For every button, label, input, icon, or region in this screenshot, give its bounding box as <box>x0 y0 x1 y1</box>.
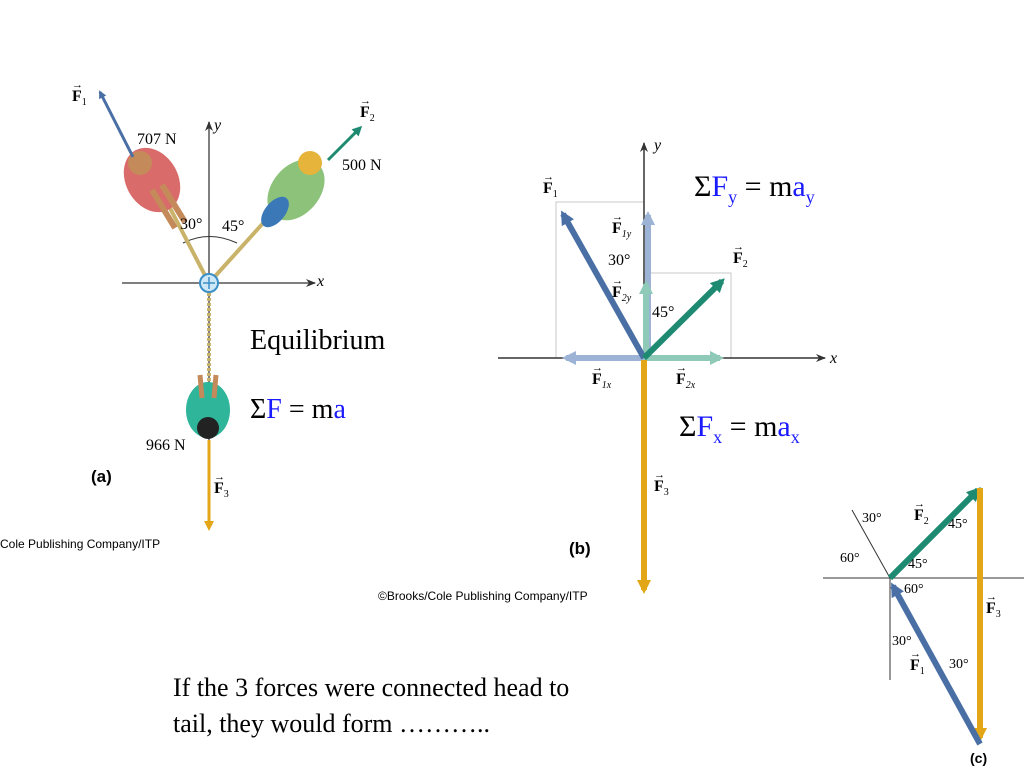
panel-a-label: (a) <box>91 467 112 486</box>
panel-a-f2-arrow <box>326 125 363 162</box>
panel-b-f1-arrow <box>560 210 647 360</box>
question-line-1: If the 3 forces were connected head to <box>173 673 570 702</box>
panel-c-angle-30-top: 30° <box>862 511 882 526</box>
panel-a-y-label: y <box>214 117 222 134</box>
person-1 <box>123 147 188 230</box>
panel-c <box>823 487 1024 746</box>
panel-a-f1-arrow <box>98 90 135 158</box>
newton-equation: ΣF = ma <box>250 394 346 425</box>
panel-a-angle-arc <box>182 236 238 244</box>
panel-b-f2x-label: →F2x <box>676 362 696 392</box>
panel-c-f3-label: →F3 <box>986 591 1001 621</box>
panel-a-weight-f1: 707 N <box>137 131 177 148</box>
panel-c-reference-line <box>851 509 891 579</box>
panel-a-angle-45: 45° <box>222 218 245 235</box>
panel-b-x-label: x <box>830 350 838 367</box>
panel-c-f2-arrow <box>887 487 981 581</box>
panel-b-angle-45: 45° <box>652 304 675 321</box>
panel-b-f1y-label: →F1y <box>612 211 632 241</box>
panel-b-f3-label: →F3 <box>654 469 669 499</box>
panel-a-f3-label: →F3 <box>214 471 229 501</box>
panel-a <box>98 90 363 531</box>
panel-c-angle-45-top: 45° <box>948 517 968 532</box>
panel-c-angle-60-left: 60° <box>840 551 860 566</box>
panel-b-f1-label: →F1 <box>543 171 558 201</box>
panel-b-f1x-label: →F1x <box>592 362 612 392</box>
panel-c-f2-label: →F2 <box>914 498 929 528</box>
panel-b-y-label: y <box>654 137 662 154</box>
person-2 <box>261 151 325 228</box>
question-text: If the 3 forces were connected head to t… <box>173 670 569 742</box>
panel-c-label: (c) <box>970 750 988 766</box>
equilibrium-title: Equilibrium <box>250 325 386 356</box>
equation-fx: ΣFx = max <box>679 410 800 447</box>
panel-c-angle-30-bottom: 30° <box>949 657 969 672</box>
panel-b-angle-30: 30° <box>608 252 631 269</box>
panel-b-credit: ©Brooks/Cole Publishing Company/ITP <box>378 589 588 603</box>
panel-c-f1-label: →F1 <box>910 648 925 678</box>
panel-a-f2-label: →F2 <box>360 95 375 125</box>
panel-a-weight-f2: 500 N <box>342 157 382 174</box>
panel-b-f2-arrow <box>641 278 725 361</box>
panel-c-angle-45-mid: 45° <box>908 557 928 572</box>
panel-b-f2-label: →F2 <box>733 241 748 271</box>
panel-c-f1-arrow <box>890 582 983 746</box>
panel-a-credit: Cole Publishing Company/ITP <box>0 537 161 551</box>
person-3 <box>186 374 230 439</box>
panel-a-f1-label: →F1 <box>72 79 87 109</box>
panel-c-angle-60-mid: 60° <box>904 582 924 597</box>
equation-fy: ΣFy = may <box>694 170 815 207</box>
panel-a-x-label: x <box>317 273 325 290</box>
panel-b-f2y-label: →F2y <box>612 275 632 305</box>
panel-a-angle-30: 30° <box>180 216 203 233</box>
panel-b <box>498 142 826 594</box>
panel-a-weight-f3: 966 N <box>146 437 186 454</box>
panel-c-angle-30-low: 30° <box>892 634 912 649</box>
question-line-2: tail, they would form ……….. <box>173 709 491 738</box>
panel-b-label: (b) <box>569 539 591 558</box>
